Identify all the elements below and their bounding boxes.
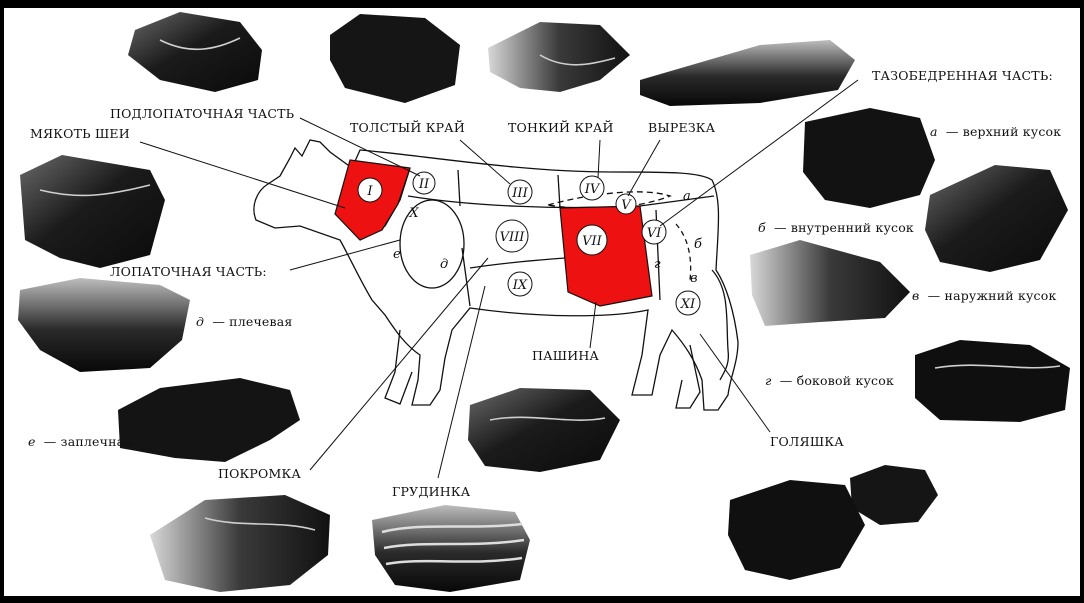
- region-VIII-label: VIII: [500, 230, 526, 245]
- region-b-letter: б: [694, 237, 702, 252]
- sublabel-d-text: — плечевая: [212, 314, 292, 329]
- region-a-letter: а: [683, 189, 691, 204]
- region-d-letter: д: [440, 257, 448, 272]
- label-goliashka: ГОЛЯШКА: [770, 434, 844, 449]
- label-myakot-shei: МЯКОТЬ ШЕИ: [30, 126, 130, 141]
- region-III-label: III: [511, 186, 528, 201]
- sublabel-g-text: — боковой кусок: [780, 373, 894, 388]
- sublabel-v: в — наружний кусок: [912, 288, 1056, 303]
- label-pashina: ПАШИНА: [532, 348, 599, 363]
- region-V-label: V: [621, 198, 632, 213]
- sublabel-b-text: — внутренний кусок: [774, 220, 914, 235]
- label-tolstyi-krai: ТОЛСТЫЙ КРАЙ: [350, 119, 465, 135]
- region-I-label: I: [366, 184, 373, 199]
- sublabel-e-letter: е: [28, 434, 36, 449]
- region-VI-label: VI: [647, 226, 662, 241]
- sublabel-a: а — верхний кусок: [930, 124, 1061, 139]
- region-VII-highlight: [560, 206, 652, 306]
- sublabel-e: е — заплечная: [28, 434, 132, 449]
- label-podlopatochnaya: ПОДЛОПАТОЧНАЯ ЧАСТЬ: [110, 106, 294, 121]
- meat-photo-right-1: [803, 108, 935, 208]
- label-pokromka: ПОКРОМКА: [218, 466, 301, 481]
- region-IX-label: IX: [512, 278, 528, 293]
- sublabel-g-letter: г: [765, 373, 772, 388]
- sublabel-b: б — внутренний кусок: [758, 220, 914, 235]
- label-tazobedrennaya: ТАЗОБЕДРЕННАЯ ЧАСТЬ:: [872, 68, 1053, 83]
- label-vyrezka: ВЫРЕЗКА: [648, 120, 716, 135]
- sublabel-g: г — боковой кусок: [765, 373, 894, 388]
- sublabel-d-letter: д: [196, 314, 204, 329]
- sublabel-a-text: — верхний кусок: [946, 124, 1061, 139]
- label-lopatochnaya: ЛОПАТОЧНАЯ ЧАСТЬ:: [110, 264, 267, 279]
- region-g-letter: г: [654, 257, 661, 272]
- region-XI-label: XI: [680, 297, 696, 312]
- region-X-label: X: [408, 206, 419, 221]
- sublabel-a-letter: а: [930, 124, 938, 139]
- meat-photo-bottom-3: [468, 388, 620, 472]
- label-tonkii-krai: ТОНКИЙ КРАЙ: [508, 119, 614, 135]
- region-VII-label: VII: [582, 234, 603, 249]
- sublabel-b-letter: б: [758, 220, 766, 235]
- label-grudinka: ГРУДИНКА: [392, 484, 471, 499]
- region-IV-label: IV: [584, 182, 601, 197]
- region-e-letter: е: [393, 247, 401, 262]
- sublabel-e-text: — заплечная: [44, 434, 133, 449]
- region-v-letter: в: [690, 271, 698, 286]
- meat-photo-bottom-2: [372, 505, 530, 592]
- region-II-label: II: [418, 177, 430, 192]
- sublabel-v-letter: в: [912, 288, 919, 303]
- sublabel-v-text: — наружний кусок: [928, 288, 1057, 303]
